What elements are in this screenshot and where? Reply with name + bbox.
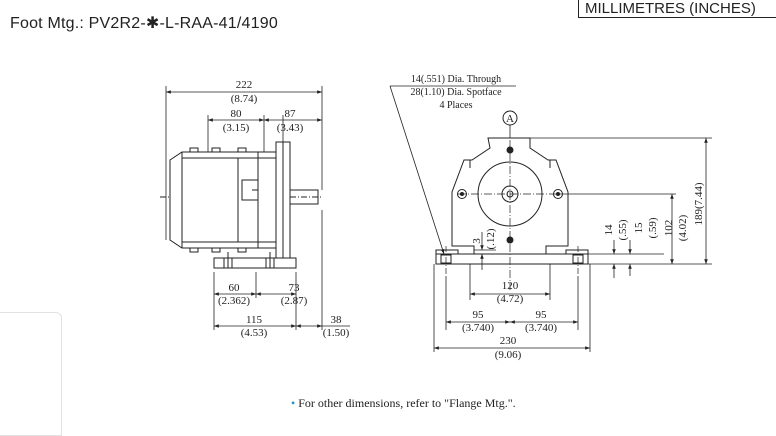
- callout-line-3: 4 Places: [439, 100, 472, 111]
- dim-230: 230: [500, 335, 517, 347]
- dim-95-right-in: (3.740): [525, 322, 557, 334]
- front-view-dim-text: 120 (4.72) 95 (3.740) 95 (3.740) 230 (9.…: [462, 182, 705, 361]
- dim-15-in: (.59): [647, 217, 659, 238]
- dim-38-in: (1.50): [323, 327, 350, 339]
- side-view-dim-text: 222 (8.74) 80 (3.15) 87 (3.43) 60 (2.362…: [218, 79, 350, 339]
- dim-87: 87: [285, 108, 297, 120]
- dim-60: 60: [229, 282, 241, 294]
- dim-60-in: (2.362): [218, 295, 250, 307]
- units-label: MILLIMETRES (INCHES): [578, 0, 776, 18]
- dim-102-in: (4.02): [677, 214, 689, 241]
- hole-callout: 14(.551) Dia. Through 28(1.10) Dia. Spot…: [410, 74, 502, 111]
- dim-120: 120: [502, 280, 519, 292]
- footnote-bullet: •: [291, 396, 296, 410]
- dim-14: 14: [603, 224, 615, 236]
- datum-marker: A: [502, 110, 518, 138]
- page-title: Foot Mtg.: PV2R2-✱-L-RAA-41/4190: [10, 15, 278, 32]
- dim-87-in: (3.43): [277, 122, 304, 134]
- dim-95-left: 95: [473, 309, 485, 321]
- dim-3-in: (.12): [485, 228, 497, 249]
- dim-14-in: (.55): [617, 219, 629, 240]
- dim-189: 189(7.44): [693, 182, 705, 225]
- dim-80: 80: [231, 108, 243, 120]
- dim-95-left-in: (3.740): [462, 322, 494, 334]
- footnote: • For other dimensions, refer to "Flange…: [291, 396, 516, 411]
- footnote-text: For other dimensions, refer to "Flange M…: [298, 396, 516, 410]
- dim-222: 222: [236, 79, 253, 91]
- dim-230-in: (9.06): [495, 349, 522, 361]
- side-view-drawing: [160, 141, 322, 269]
- dim-102: 102: [663, 220, 675, 237]
- datum-label: A: [506, 113, 514, 125]
- callout-line-2: 28(1.10) Dia. Spotface: [410, 87, 502, 98]
- dim-15: 15: [633, 222, 645, 234]
- callout-leader: [389, 85, 516, 255]
- front-view-drawing: [435, 137, 589, 290]
- dim-222-in: (8.74): [231, 93, 258, 105]
- callout-line-1: 14(.551) Dia. Through: [411, 74, 501, 85]
- dim-3: 3: [471, 238, 483, 244]
- dim-38: 38: [331, 314, 343, 326]
- front-view-dim-lines: [433, 137, 712, 352]
- dim-95-right: 95: [536, 309, 548, 321]
- dim-120-in: (4.72): [497, 293, 524, 305]
- dim-115-in: (4.53): [241, 327, 268, 339]
- dim-115: 115: [246, 314, 263, 326]
- dim-80-in: (3.15): [223, 122, 250, 134]
- side-view-dim-lines: [165, 86, 350, 330]
- dim-73-in: (2.87): [281, 295, 308, 307]
- dim-73: 73: [289, 282, 301, 294]
